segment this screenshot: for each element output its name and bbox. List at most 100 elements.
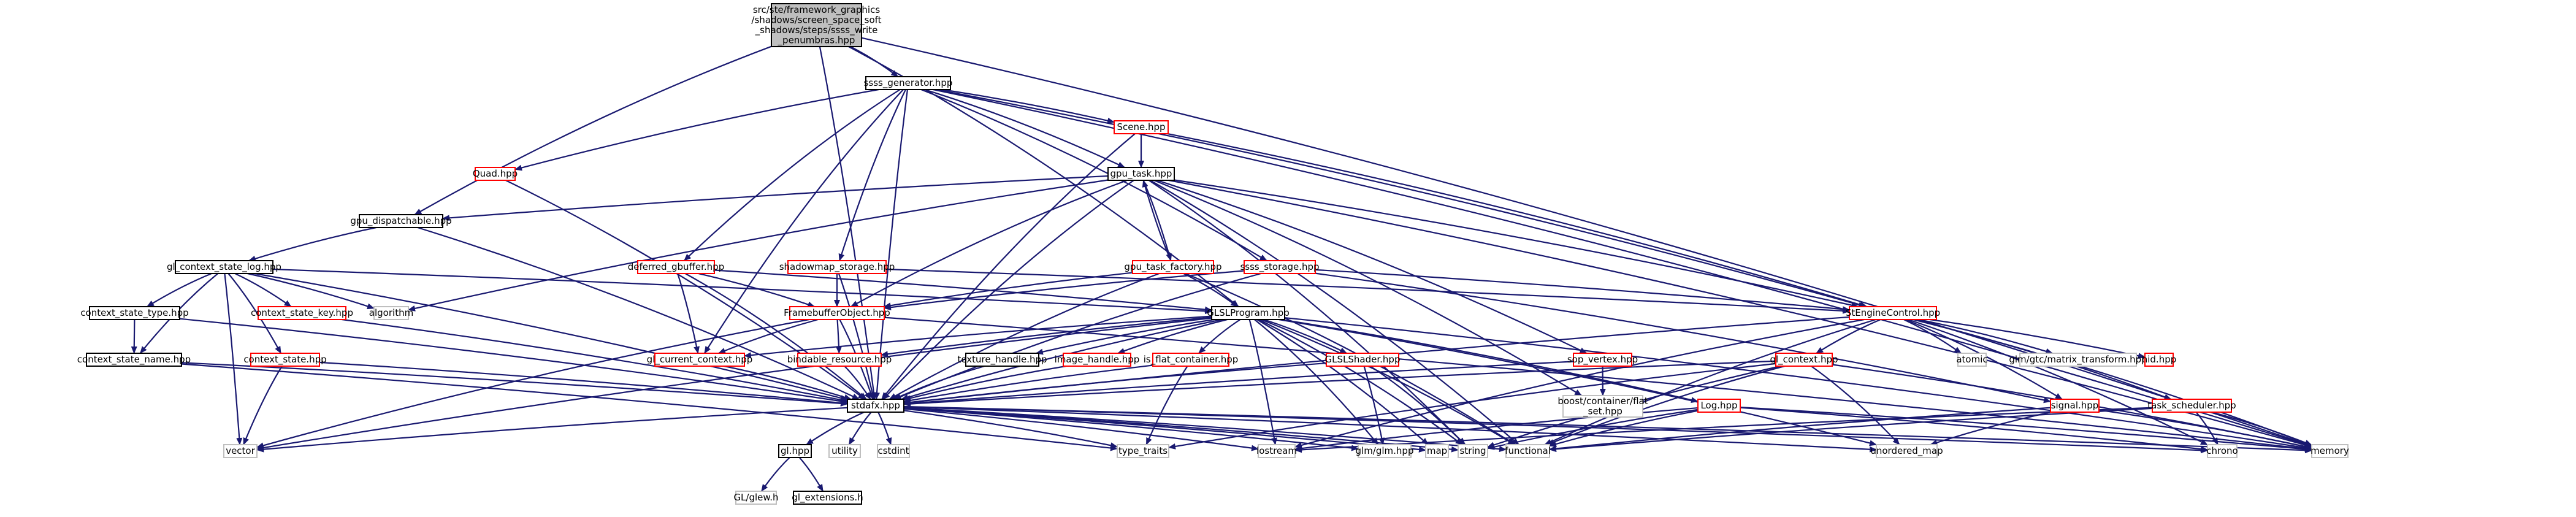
edge-ssss_storage-to-framebuffer_object [884,270,1245,311]
node-boost_flat_set-label: boost/container/flat [1557,396,1648,407]
node-ssss_generator-box [865,76,951,90]
edge-gpu_task_factory-to-functional [1185,272,1516,445]
node-ssss_storage[interactable]: ssss_storage.hpp [1240,260,1320,274]
node-string-label: string [1459,445,1486,456]
edge-gpu_task-to-stdafx [882,180,1134,400]
node-gpu_dispatchable-label: gpu_dispatchable.hpp [350,215,451,227]
node-context_state_name[interactable]: context_state_name.hpp [77,353,191,367]
edges-layer [131,37,2312,492]
node-scene[interactable]: Scene.hpp [1114,120,1169,134]
edge-glsl_program-to-string [1258,319,1463,445]
edge-gl-to-gl_extensions [798,457,824,492]
node-task_scheduler[interactable]: task_scheduler.hpp [2147,399,2236,413]
node-utility-box [828,444,861,458]
edge-gl_context_state_log-to-context_state [227,273,282,354]
node-log[interactable]: Log.hpp [1697,399,1741,413]
node-deferred_gbuffer[interactable]: deferred_gbuffer.hpp [628,260,724,274]
node-deferred_gbuffer-box [637,260,715,274]
node-atomic: atomic [1956,353,1988,367]
node-gpu_task[interactable]: gpu_task.hpp [1107,167,1175,181]
node-image_handle[interactable]: image_handle.hpp [1055,353,1140,367]
node-ste_engine_control-label: StEngineControl.hpp [1846,307,1940,318]
edge-root-to-gpu_dispatchable [414,45,772,215]
node-stdafx[interactable]: stdafx.hpp [847,399,904,413]
node-texture_handle-box [965,353,1039,367]
node-gl_context_state_log-box [175,260,273,274]
node-context_state-label: context_state.hpp [243,354,326,366]
node-quad[interactable]: Quad.hpp [473,167,518,181]
edge-stdafx-to-cstdint [877,412,892,445]
node-algorithm: algorithm [369,306,413,320]
node-gl_current_context-label: gl_current_context.hpp [647,354,753,366]
node-hid-box [2144,353,2174,367]
edge-glsl_program-to-memory [1284,316,2312,451]
node-gl_extensions-box [793,491,862,505]
node-functional-label: functional [1505,445,1551,456]
node-image_handle-label: image_handle.hpp [1055,354,1140,366]
edge-context_state_name-to-stdafx [181,362,848,407]
node-sop_vertex[interactable]: sop_vertex.hpp [1567,353,1638,367]
edge-texture_handle-to-stdafx [892,365,985,400]
node-gl_context-box [1775,353,1833,367]
edge-signal-to-functional [1549,407,2051,452]
node-glsl_shader[interactable]: GLSLShader.hpp [1325,353,1401,367]
edge-context_state_type-to-stdafx [179,318,848,405]
edge-ste_engine_control-to-glm_matrix_transform [1918,318,2054,354]
edge-glsl_program-to-log [1280,318,1699,404]
node-iostream: iostream [1256,444,1297,458]
node-bindable_resource[interactable]: bindable_resource.hpp [787,353,892,367]
node-context_state_type[interactable]: context_state_type.hpp [80,306,189,320]
edge-gl_context_state_log-to-glsl_program [272,268,1212,315]
edge-deferred_gbuffer-to-stdafx [685,273,867,400]
edge-deferred_gbuffer-to-framebuffer_object [698,272,816,308]
node-framebuffer_object-box [789,306,885,320]
node-log-label: Log.hpp [1700,400,1737,411]
node-quad-box [475,167,516,181]
node-scene-box [1114,120,1169,134]
node-utility-label: utility [831,445,858,456]
node-gl_extensions[interactable]: gl_extensions.h [792,491,863,505]
node-gl_context[interactable]: gl_context.hpp [1770,353,1838,367]
node-is_flat_container[interactable]: is_flat_container.hpp [1144,353,1239,367]
node-boost_flat_set-label: _set.hpp [1583,405,1622,417]
node-task_scheduler-label: task_scheduler.hpp [2147,400,2236,412]
node-stdafx-label: stdafx.hpp [851,400,900,411]
node-bindable_resource-label: bindable_resource.hpp [787,354,892,366]
node-gpu_task_factory[interactable]: gpu_task_factory.hpp [1124,260,1222,274]
node-texture_handle[interactable]: texture_handle.hpp [957,353,1047,367]
node-root: src/ste/framework_graphics/shadows/scree… [751,3,882,47]
node-gpu_task_factory-box [1132,260,1214,274]
node-framebuffer_object[interactable]: FramebufferObject.hpp [784,306,890,320]
node-image_handle-box [1063,353,1131,367]
node-ssss_generator[interactable]: ssss_generator.hpp [864,76,953,90]
node-gl[interactable]: gl.hpp [778,444,812,458]
node-gpu_task-box [1107,167,1175,181]
node-gl_glew: GL/glew.h [733,491,779,505]
node-context_state_key[interactable]: context_state_key.hpp [251,306,353,320]
node-gl_current_context[interactable]: gl_current_context.hpp [647,353,753,367]
node-type_traits-label: type_traits [1118,445,1168,457]
edge-gpu_task_factory-to-glsl_program [1183,273,1239,307]
edge-sop_vertex-to-stdafx [903,361,1574,407]
node-signal[interactable]: signal.hpp [2050,399,2100,413]
edge-context_state-to-vector [243,366,283,445]
edge-ssss_generator-to-ssss_storage [920,88,1267,261]
node-algorithm-label: algorithm [369,307,413,318]
edge-glsl_program-to-glsl_shader [1263,318,1348,354]
node-glsl_program[interactable]: GLSLProgram.hpp [1207,306,1290,320]
node-context_state[interactable]: context_state.hpp [243,353,327,367]
node-shadowmap_storage[interactable]: shadowmap_storage.hpp [779,260,895,274]
edge-framebuffer_object-to-vector [256,318,809,449]
node-gpu_task-label: gpu_task.hpp [1110,168,1172,180]
node-ste_engine_control[interactable]: StEngineControl.hpp [1846,306,1940,320]
node-gl_context_state_log[interactable]: gl_context_state_log.hpp [167,260,281,274]
node-gpu_dispatchable[interactable]: gpu_dispatchable.hpp [350,214,452,228]
node-boost_flat_set: boost/container/flat_set.hpp [1557,395,1648,418]
node-hid[interactable]: hid.hpp [2142,353,2177,367]
edge-glsl_shader-to-string [1370,366,1466,445]
edge-gl_context-to-unordered_map [1811,366,1900,445]
node-root-label: _shadows/steps/ssss_write [755,25,878,36]
edge-stdafx-to-type_traits [903,410,1118,449]
node-boost_flat_set-box [1562,395,1643,418]
edge-context_state-to-stdafx [319,361,848,406]
